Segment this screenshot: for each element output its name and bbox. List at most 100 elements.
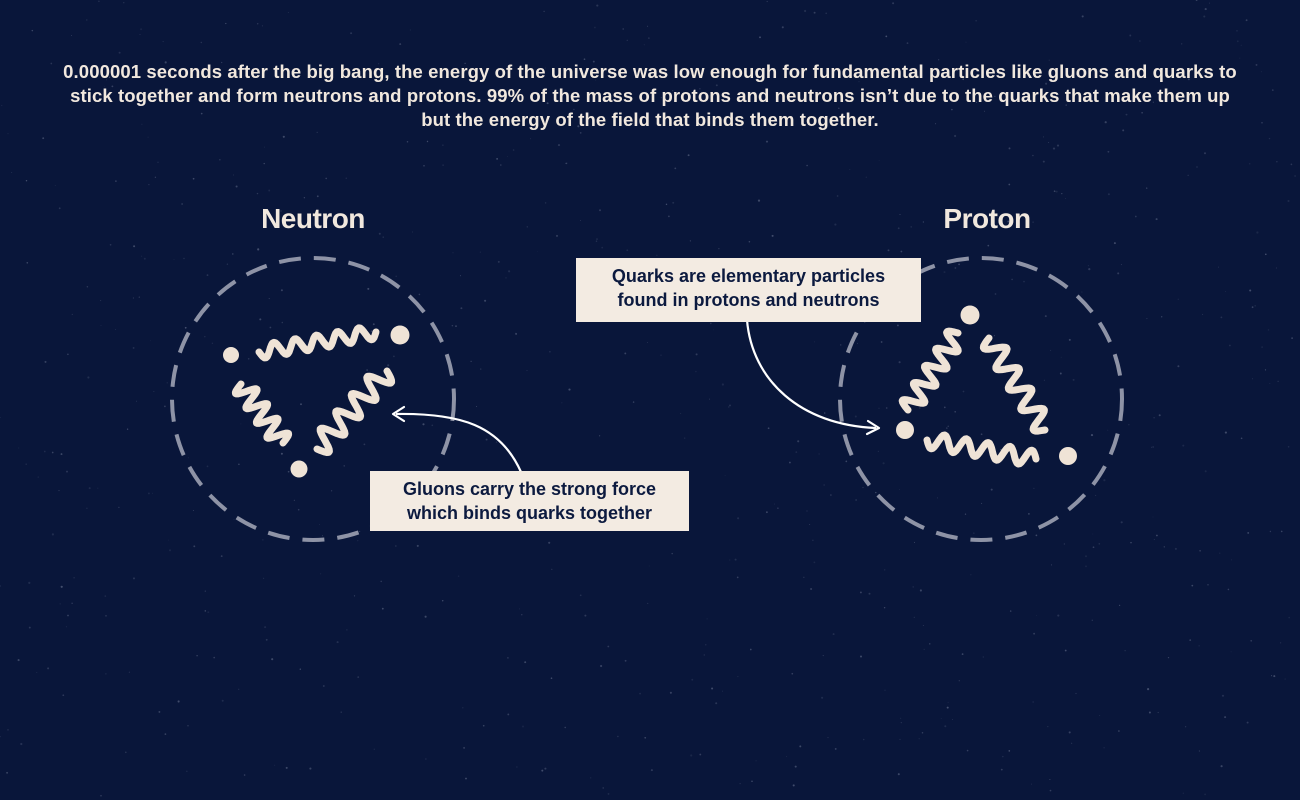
star-speck [822,655,824,657]
star-speck [359,530,361,532]
quarks-callout-line-1: Quarks are elementary particles [611,266,886,286]
star-speck [821,696,824,699]
star-speck [607,792,610,795]
star-speck [543,10,545,13]
star-speck [51,451,54,454]
star-speck [987,244,990,247]
star-speck [263,146,265,148]
star-speck [393,355,395,358]
star-speck [395,275,398,278]
star-speck [67,353,69,356]
star-speck [989,219,990,221]
star-speck [118,51,121,54]
star-speck [865,176,867,178]
star-speck [1277,380,1279,382]
star-speck [1174,547,1177,550]
star-speck [819,124,822,127]
star-speck [1240,437,1243,440]
star-speck [624,352,627,355]
star-speck [111,85,114,88]
star-speck [193,545,196,548]
star-speck [1042,160,1045,163]
star-speck [307,95,310,98]
star-speck [550,677,553,679]
star-speck [545,67,547,69]
star-speck [71,35,72,36]
star-speck [748,240,751,243]
star-speck [187,457,189,459]
star-speck [1050,564,1053,566]
quarks-callout: Quarks are elementary particles found in… [576,258,921,322]
star-speck [777,507,779,509]
star-speck [1148,711,1151,714]
star-speck [607,645,610,648]
star-speck [441,600,444,602]
neutron-title: Neutron [261,203,365,234]
star-speck [993,335,995,337]
star-speck [484,299,487,302]
star-speck [158,710,161,713]
star-speck [755,760,757,762]
star-speck [878,160,880,162]
star-speck [579,220,581,221]
star-speck [346,629,348,631]
star-speck [285,766,288,769]
star-speck [263,162,265,165]
star-speck [86,19,88,21]
star-speck [356,539,359,542]
star-speck [1007,220,1010,223]
star-speck [972,532,975,535]
star-speck [353,595,356,597]
star-speck [1141,112,1143,114]
star-speck [71,602,73,604]
quarks-arrowhead-icon [865,419,881,436]
star-speck [557,144,561,147]
star-speck [601,246,604,249]
proton-boundary-ring [838,256,1124,542]
star-speck [508,270,511,273]
star-speck [88,487,91,490]
star-speck [648,37,650,39]
star-speck [100,300,102,302]
star-speck [624,659,627,662]
star-speck [104,595,107,597]
star-speck [1,104,3,107]
star-speck [1064,198,1066,200]
star-speck [139,33,141,36]
star-speck [426,140,429,143]
star-speck [1269,530,1272,533]
star-speck [825,12,827,15]
star-speck [954,410,957,413]
star-speck [86,507,88,510]
star-speck [247,358,250,360]
star-speck [642,97,644,98]
star-speck [418,293,421,296]
star-speck [399,43,402,46]
star-speck [579,594,582,597]
star-speck [626,39,628,41]
star-speck [590,777,592,779]
gluons-callout-line-2: which binds quarks together [406,503,653,523]
star-speck [100,324,102,326]
star-speck [827,737,829,739]
star-speck [422,423,425,426]
star-speck [922,625,924,627]
star-speck [573,108,575,111]
star-speck [947,701,949,703]
star-speck [115,180,117,182]
star-speck [516,766,518,768]
star-speck [1275,267,1277,269]
star-speck [507,713,510,716]
star-speck [1204,793,1206,796]
proton-gluon-right [979,334,1049,435]
star-speck [765,511,768,514]
star-speck [1134,215,1137,218]
star-speck [162,41,164,43]
star-speck [1163,546,1165,548]
star-speck [164,405,166,408]
star-speck [213,656,216,659]
star-speck [546,102,549,105]
star-speck [983,110,985,112]
star-speck [240,423,242,425]
star-speck [1287,200,1290,202]
